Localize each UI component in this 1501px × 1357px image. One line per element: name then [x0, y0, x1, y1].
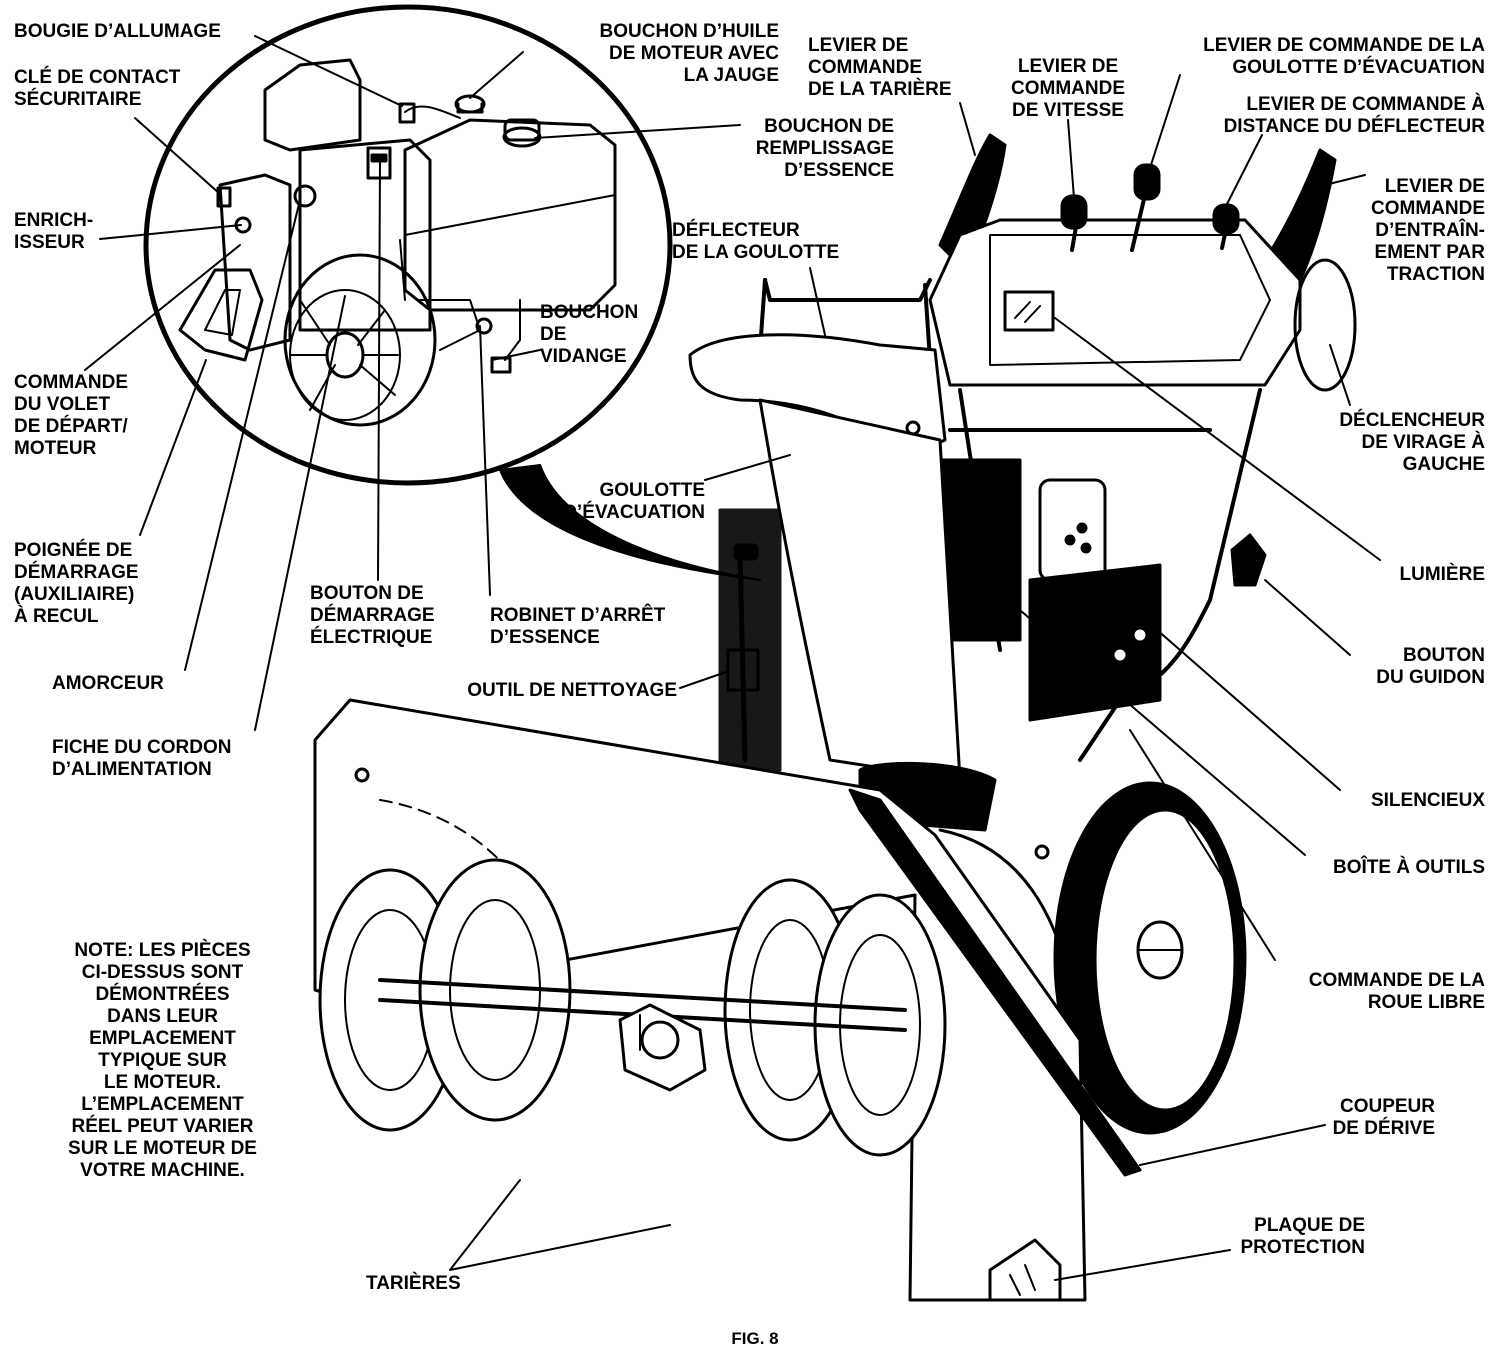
label-fuel-shutoff-valve: ROBINET D’ARRÊT D’ESSENCE: [490, 605, 666, 648]
label-discharge-chute: GOULOTTE D’ÉVACUATION: [563, 480, 705, 523]
label-chute-crank-lever: LEVIER DE COMMANDE DE LA GOULOTTE D’ÉVAC…: [1203, 35, 1485, 78]
figure-caption: FIG. 8: [731, 1329, 779, 1348]
label-drift-cutter: COUPEUR DE DÉRIVE: [1332, 1096, 1435, 1139]
label-auger-control-lever: LEVIER DE COMMANDE DE LA TARIÈRE: [808, 35, 952, 100]
label-chute-deflector: DÉFLECTEUR DE LA GOULOTTE: [672, 220, 840, 263]
handles: [928, 133, 1357, 762]
label-power-cord-plug: FICHE DU CORDON D’ALIMENTATION: [52, 737, 232, 780]
label-electric-start-button: BOUTON DE DÉMARRAGE ÉLECTRIQUE: [310, 583, 435, 648]
label-clean-out-tool: OUTIL DE NETTOYAGE: [467, 680, 677, 701]
label-left-turn-trigger: DÉCLENCHEUR DE VIRAGE À GAUCHE: [1339, 410, 1485, 475]
label-safety-ignition-key: CLÉ DE CONTACT SÉCURITAIRE: [14, 67, 181, 110]
auger-housing: [313, 698, 1142, 1302]
augers: [318, 858, 947, 1157]
label-tool-box: BOÎTE À OUTILS: [1333, 857, 1485, 878]
leader-lines: [84, 35, 1381, 1281]
label-speed-control-lever: LEVIER DE COMMANDE DE VITESSE: [1011, 56, 1125, 121]
label-recoil-start-handle: POIGNÉE DE DÉMARRAGE (AUXILIAIRE) À RECU…: [14, 540, 139, 627]
discharge-chute: [688, 278, 997, 832]
note-text: NOTE: LES PIÈCES CI-DESSUS SONT DÉMONTRÉ…: [68, 940, 257, 1181]
label-augers: TARIÈRES: [366, 1273, 461, 1294]
label-traction-drive-lever: LEVIER DE COMMANDE D’ENTRAÎN- EMENT PAR …: [1371, 176, 1485, 285]
label-choke: ENRICH- ISSEUR: [14, 210, 94, 253]
label-oil-fill-cap-dipstick: BOUCHON D’HUILE DE MOTEUR AVEC LA JAUGE: [599, 21, 779, 86]
label-spark-plug: BOUGIE D’ALLUMAGE: [14, 21, 221, 42]
engine-inset: [143, 4, 761, 581]
wheel: [1053, 781, 1247, 1135]
label-free-wheel-control: COMMANDE DE LA ROUE LIBRE: [1308, 970, 1485, 1013]
label-muffler: SILENCIEUX: [1370, 790, 1485, 811]
label-choke-throttle-control: COMMANDE DU VOLET DE DÉPART/ MOTEUR: [14, 372, 128, 459]
label-skid-shoe: PLAQUE DE PROTECTION: [1240, 1215, 1365, 1258]
engine-body: [718, 458, 1162, 772]
label-primer: AMORCEUR: [52, 673, 164, 694]
label-handle-knob: BOUTON DU GUIDON: [1376, 645, 1485, 688]
label-remote-deflector-lever: LEVIER DE COMMANDE À DISTANCE DU DÉFLECT…: [1223, 94, 1485, 137]
label-drain-plug: BOUCHON DE VIDANGE: [540, 302, 639, 367]
clean-out-tool: [726, 543, 760, 763]
label-light: LUMIÈRE: [1399, 564, 1486, 585]
label-fuel-fill-cap: BOUCHON DE REMPLISSAGE D’ESSENCE: [755, 116, 894, 181]
